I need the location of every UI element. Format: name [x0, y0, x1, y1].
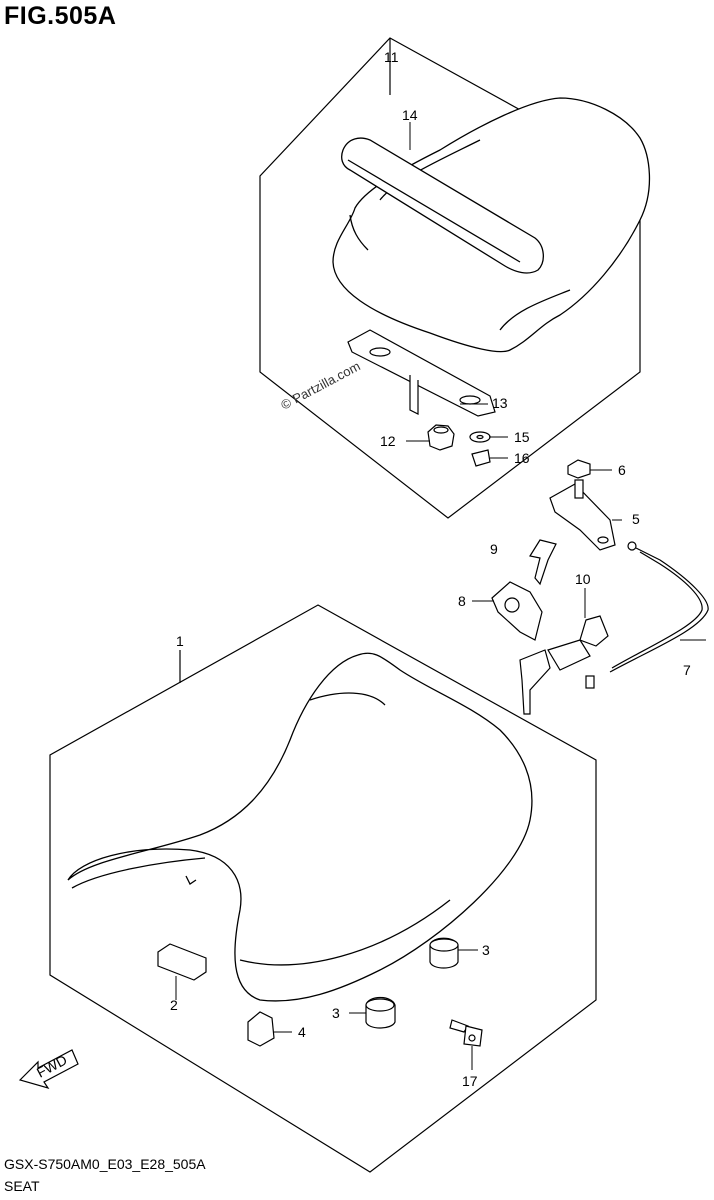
pad-2-part — [157, 943, 207, 981]
fwd-arrow-icon: FWD — [18, 1049, 79, 1090]
grab-strap-part — [341, 137, 544, 274]
lock-cylinder-part — [519, 615, 609, 715]
callout-11: 11 — [384, 49, 399, 65]
callout-3a: 3 — [482, 942, 490, 958]
callout-5: 5 — [632, 511, 640, 527]
bolt-6-part — [567, 459, 591, 479]
callout-6: 6 — [618, 462, 626, 478]
cushion-4-part — [247, 1011, 275, 1047]
callout-16: 16 — [514, 450, 530, 466]
callout-12: 12 — [380, 433, 396, 449]
callout-1: 1 — [176, 633, 184, 649]
watermark: © Partzilla.com — [278, 358, 362, 412]
callout-3b: 3 — [332, 1005, 340, 1021]
callout-15: 15 — [514, 429, 530, 445]
figure-title: FIG.505A — [4, 2, 117, 30]
washer-15-part — [469, 431, 491, 443]
front-seat-part — [67, 652, 533, 1002]
nut-16-part — [471, 449, 491, 467]
lock-plate-part — [491, 581, 543, 641]
cushion-3a-part — [429, 937, 459, 969]
callout-7: 7 — [683, 662, 691, 678]
callout-17: 17 — [462, 1073, 478, 1089]
front-seat-group-box — [49, 604, 597, 1173]
callout-9: 9 — [490, 541, 498, 557]
callout-14: 14 — [402, 107, 418, 123]
callout-4: 4 — [298, 1024, 306, 1040]
figure-code: GSX-S750AM0_E03_E28_505A — [4, 1156, 206, 1172]
bolt-17-part — [449, 1019, 483, 1047]
cushion-3b-part — [365, 996, 396, 1029]
callout-13: 13 — [492, 395, 508, 411]
clip-9-part — [529, 539, 557, 586]
latch-bracket-part — [549, 479, 616, 551]
nut-12-part — [427, 424, 455, 451]
callout-10: 10 — [575, 571, 591, 587]
callout-8: 8 — [458, 593, 466, 609]
rear-bracket-part — [347, 329, 496, 417]
seat-lock-cable-part — [585, 541, 709, 689]
figure-name: SEAT — [4, 1178, 40, 1194]
callout-2: 2 — [170, 997, 178, 1013]
